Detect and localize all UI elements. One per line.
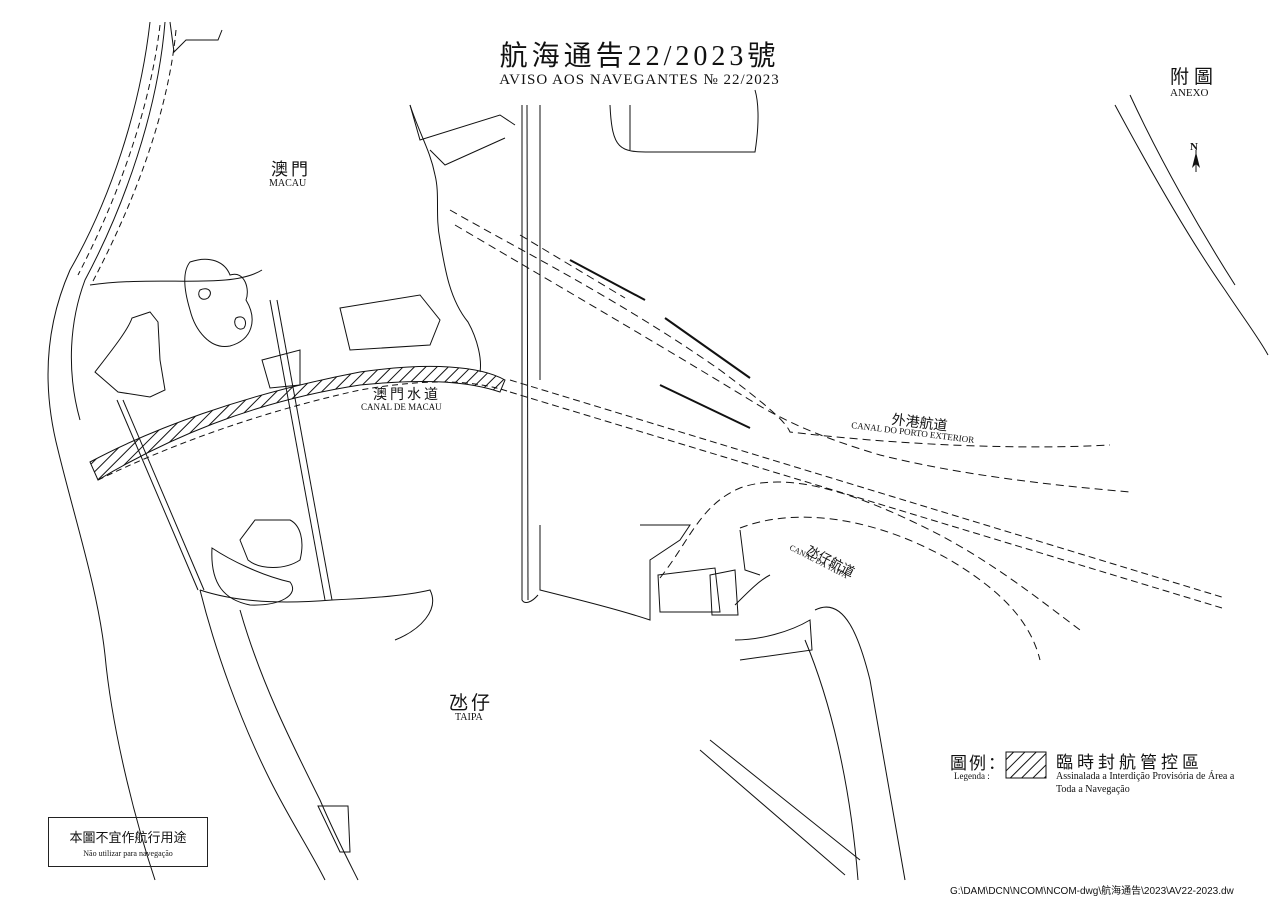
disclaimer-chinese: 本圖不宜作航行用途 xyxy=(69,830,187,845)
legend-label-portuguese: Legenda : xyxy=(954,771,990,781)
east-coastline xyxy=(1114,94,1269,356)
legend-label-chinese: 圖例： xyxy=(950,754,1007,773)
channel-dolphin-lines xyxy=(569,259,751,429)
place-taipa-portuguese: TAIPA xyxy=(455,712,483,723)
macau-lakes xyxy=(94,258,441,398)
canal-de-macau-label-portuguese: CANAL DE MACAU xyxy=(361,402,442,412)
taipa-shore xyxy=(199,524,906,881)
canal-de-macau xyxy=(97,381,511,481)
notice-title-portuguese: AVISO AOS NAVEGANTES № 22/2023 xyxy=(499,72,780,88)
file-path: G:\DAM\DCN\NCOM\NCOM-dwg\航海通告\2023\AV22-… xyxy=(950,886,1234,897)
north-arrow-icon xyxy=(1192,150,1200,172)
canal-do-porto-exterior xyxy=(449,209,1131,493)
place-macau-chinese: 澳門 xyxy=(271,160,311,179)
legend-hatch-swatch xyxy=(1005,751,1047,779)
canal-da-taipa xyxy=(659,481,1081,661)
notice-title-chinese: 航海通告22/2023號 xyxy=(499,41,780,72)
place-macau-portuguese: MACAU xyxy=(269,178,307,189)
disclaimer-portuguese: Não utilizar para navegação xyxy=(83,849,173,858)
legend-item-portuguese-line1: Assinalada a Interdição Provisória de Ár… xyxy=(1056,771,1235,782)
annex-label-chinese: 附圖 xyxy=(1170,67,1219,88)
taipa-ponds xyxy=(211,519,303,606)
navigation-disclaimer-box: 本圖不宜作航行用途 Não utilizar para navegação xyxy=(48,817,208,867)
north-label: N xyxy=(1190,141,1198,153)
legend-item-portuguese-line2: Toda a Navegação xyxy=(1056,784,1130,795)
macau-coastline xyxy=(47,21,263,881)
canal-de-macau-label-chinese: 澳門水道 xyxy=(373,388,441,403)
outer-channel-line xyxy=(509,379,1226,609)
macau-ne-shore xyxy=(409,89,759,603)
closure-area-canal-de-macau xyxy=(89,365,506,481)
legend-item-chinese: 臨時封航管控區 xyxy=(1056,753,1203,772)
taipa-west-coast xyxy=(199,589,359,881)
place-taipa-chinese: 氹仔 xyxy=(449,693,494,714)
bridges xyxy=(116,299,333,601)
annex-label-portuguese: ANEXO xyxy=(1170,87,1209,99)
